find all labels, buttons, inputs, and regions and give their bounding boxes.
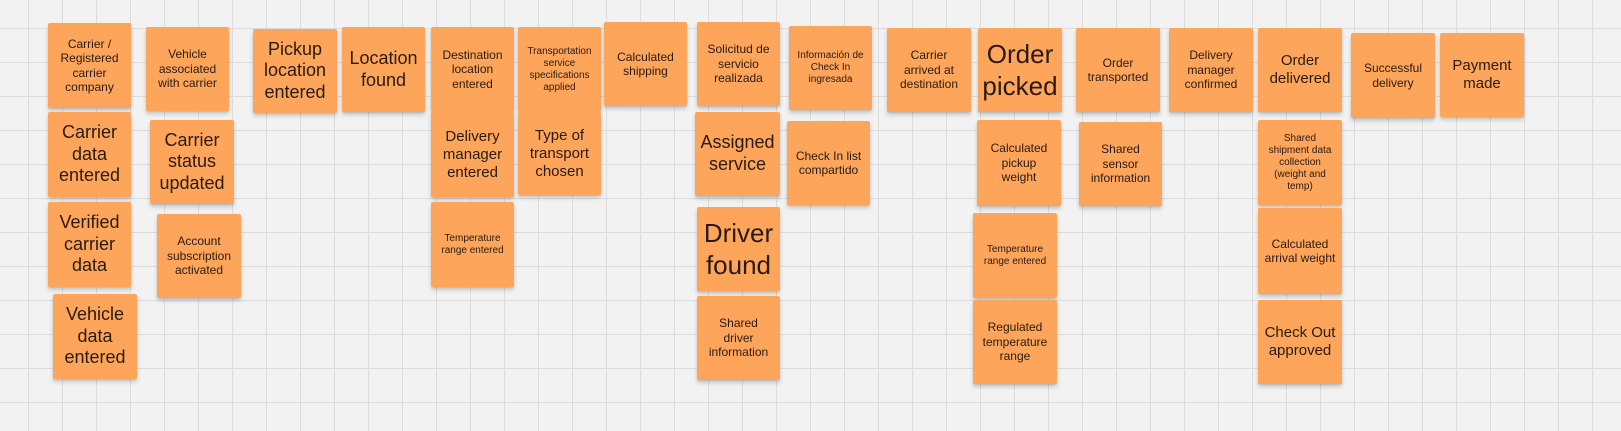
sticky-note[interactable]: Pickup location entered xyxy=(253,29,337,113)
sticky-note[interactable]: Vehicle associated with carrier xyxy=(146,27,229,111)
sticky-note[interactable]: Delivery manager confirmed xyxy=(1169,28,1253,112)
sticky-note[interactable]: Delivery manager entered xyxy=(431,112,514,197)
sticky-note[interactable]: Type of transport chosen xyxy=(518,112,601,195)
sticky-note[interactable]: Order transported xyxy=(1076,28,1160,112)
sticky-note[interactable]: Información de Check In ingresada xyxy=(789,26,872,110)
sticky-note[interactable]: Check In list compartido xyxy=(787,121,870,205)
sticky-note[interactable]: Transportation service specifications ap… xyxy=(518,27,601,112)
sticky-note[interactable]: Carrier arrived at destination xyxy=(887,28,971,112)
sticky-note[interactable]: Location found xyxy=(342,27,425,112)
sticky-note[interactable]: Carrier status updated xyxy=(150,120,234,204)
sticky-note[interactable]: Calculated arrival weight xyxy=(1258,208,1342,294)
sticky-note[interactable]: Shared sensor information xyxy=(1079,122,1162,206)
sticky-note[interactable]: Successful delivery xyxy=(1351,33,1435,118)
sticky-note[interactable]: Temperature range entered xyxy=(973,213,1057,298)
sticky-note[interactable]: Assigned service xyxy=(695,112,780,196)
sticky-note[interactable]: Shared driver information xyxy=(697,296,780,380)
sticky-note[interactable]: Carrier data entered xyxy=(48,112,131,197)
sticky-note[interactable]: Calculated pickup weight xyxy=(977,120,1061,206)
sticky-note[interactable]: Vehicle data entered xyxy=(53,294,137,379)
sticky-note[interactable]: Carrier / Registered carrier company xyxy=(48,23,131,108)
sticky-note[interactable]: Check Out approved xyxy=(1258,300,1342,384)
sticky-note[interactable]: Account subscription activated xyxy=(157,214,241,298)
sticky-note[interactable]: Payment made xyxy=(1440,33,1524,117)
sticky-note[interactable]: Regulated temperature range xyxy=(973,300,1057,384)
sticky-note[interactable]: Shared shipment data collection (weight … xyxy=(1258,120,1342,205)
sticky-note[interactable]: Verified carrier data xyxy=(48,202,131,287)
sticky-note[interactable]: Order picked xyxy=(978,28,1062,112)
sticky-note[interactable]: Calculated shipping xyxy=(604,22,687,106)
sticky-note[interactable]: Solicitud de servicio realizada xyxy=(697,22,780,106)
sticky-note[interactable]: Order delivered xyxy=(1258,28,1342,112)
sticky-note[interactable]: Temperature range entered xyxy=(431,202,514,287)
sticky-note[interactable]: Driver found xyxy=(697,207,780,291)
sticky-note[interactable]: Destination location entered xyxy=(431,27,514,112)
